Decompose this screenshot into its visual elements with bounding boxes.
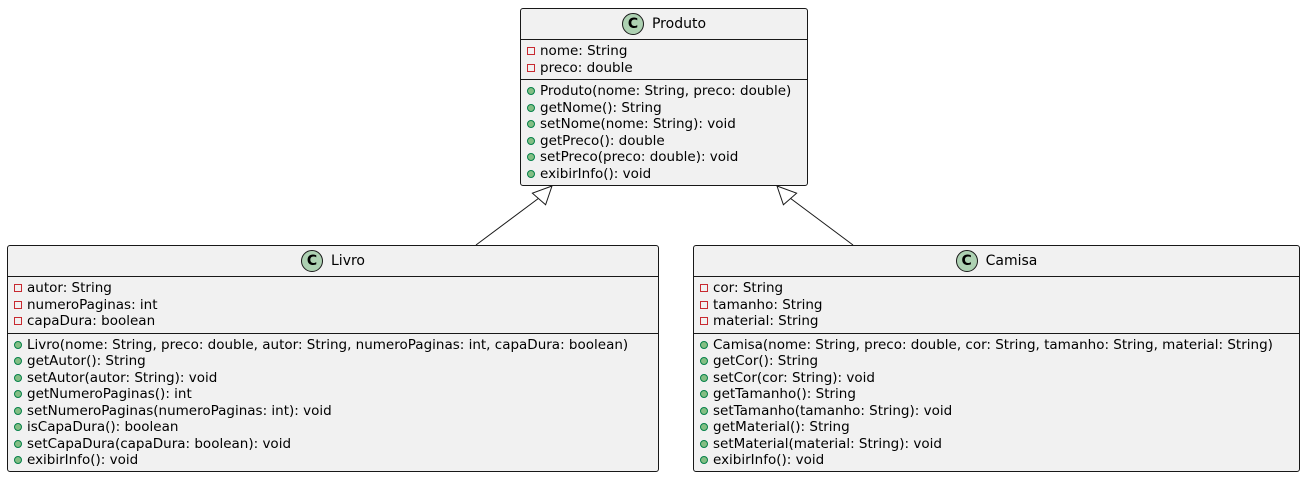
private-visibility-icon [527,63,535,72]
method: setCor(cor: String): void [700,370,1293,387]
method: setTamanho(tamanho: String): void [700,403,1293,420]
public-visibility-icon [14,357,22,366]
method: setMaterial(material: String): void [700,436,1293,453]
public-visibility-icon [527,153,535,162]
public-visibility-icon [527,169,535,178]
public-visibility-icon [700,406,708,415]
class-camisa[interactable]: C Camisa cor: String tamanho: String mat… [693,245,1300,472]
public-visibility-icon [527,103,535,112]
method: exibirInfo(): void [700,452,1293,469]
public-visibility-icon [14,390,22,399]
method: getMaterial(): String [700,419,1293,436]
private-visibility-icon [14,317,22,326]
attribute: tamanho: String [700,297,1293,314]
method: Livro(nome: String, preco: double, autor… [14,337,652,354]
method: setCapaDura(capaDura: boolean): void [14,436,652,453]
method: Produto(nome: String, preco: double) [527,83,801,100]
public-visibility-icon [700,456,708,465]
attributes-section: autor: String numeroPaginas: int capaDur… [8,277,658,334]
public-visibility-icon [700,340,708,349]
attribute: autor: String [14,280,652,297]
method: getPreco(): double [527,133,801,150]
class-name: Livro [331,253,365,269]
public-visibility-icon [527,136,535,145]
attribute: numeroPaginas: int [14,297,652,314]
class-header: C Camisa [694,246,1299,277]
class-name: Produto [651,16,707,32]
public-visibility-icon [700,357,708,366]
method: Camisa(nome: String, preco: double, cor:… [700,337,1293,354]
method: setPreco(preco: double): void [527,149,801,166]
private-visibility-icon [14,284,22,293]
method: getNumeroPaginas(): int [14,386,652,403]
class-name: Camisa [985,253,1038,269]
class-livro[interactable]: C Livro autor: String numeroPaginas: int… [7,245,659,472]
method: getCor(): String [700,353,1293,370]
method: setNumeroPaginas(numeroPaginas: int): vo… [14,403,652,420]
attribute: material: String [700,313,1293,330]
method: getTamanho(): String [700,386,1293,403]
inheritance-arrowhead [776,185,798,206]
attribute: nome: String [527,43,801,60]
public-visibility-icon [700,439,708,448]
edge-livro-to-produto [475,185,553,246]
class-stereotype-icon: C [955,250,978,272]
private-visibility-icon [14,300,22,309]
methods-section: Produto(nome: String, preco: double) get… [521,80,807,185]
attribute: cor: String [700,280,1293,297]
methods-section: Camisa(nome: String, preco: double, cor:… [694,334,1299,472]
class-stereotype-icon: C [621,13,644,35]
class-stereotype-icon: C [301,250,323,272]
methods-section: Livro(nome: String, preco: double, autor… [8,334,658,472]
method: isCapaDura(): boolean [14,419,652,436]
class-header: C Livro [8,246,658,277]
edge-camisa-to-produto [776,185,854,246]
private-visibility-icon [527,47,535,56]
class-header: C Produto [521,9,807,40]
method: setAutor(autor: String): void [14,370,652,387]
method: getNome(): String [527,100,801,117]
private-visibility-icon [700,300,708,309]
public-visibility-icon [700,373,708,382]
method: exibirInfo(): void [527,166,801,183]
public-visibility-icon [14,456,22,465]
private-visibility-icon [700,284,708,293]
private-visibility-icon [700,317,708,326]
attribute: capaDura: boolean [14,313,652,330]
public-visibility-icon [14,423,22,432]
public-visibility-icon [700,390,708,399]
inheritance-arrowhead [531,185,553,206]
public-visibility-icon [527,87,535,96]
attributes-section: cor: String tamanho: String material: St… [694,277,1299,334]
method: setNome(nome: String): void [527,116,801,133]
attributes-section: nome: String preco: double [521,40,807,80]
method: exibirInfo(): void [14,452,652,469]
method: getAutor(): String [14,353,652,370]
attribute: preco: double [527,60,801,77]
public-visibility-icon [14,439,22,448]
public-visibility-icon [14,373,22,382]
public-visibility-icon [14,340,22,349]
public-visibility-icon [14,406,22,415]
public-visibility-icon [527,120,535,129]
class-produto[interactable]: C Produto nome: String preco: double Pro… [520,8,808,186]
public-visibility-icon [700,423,708,432]
